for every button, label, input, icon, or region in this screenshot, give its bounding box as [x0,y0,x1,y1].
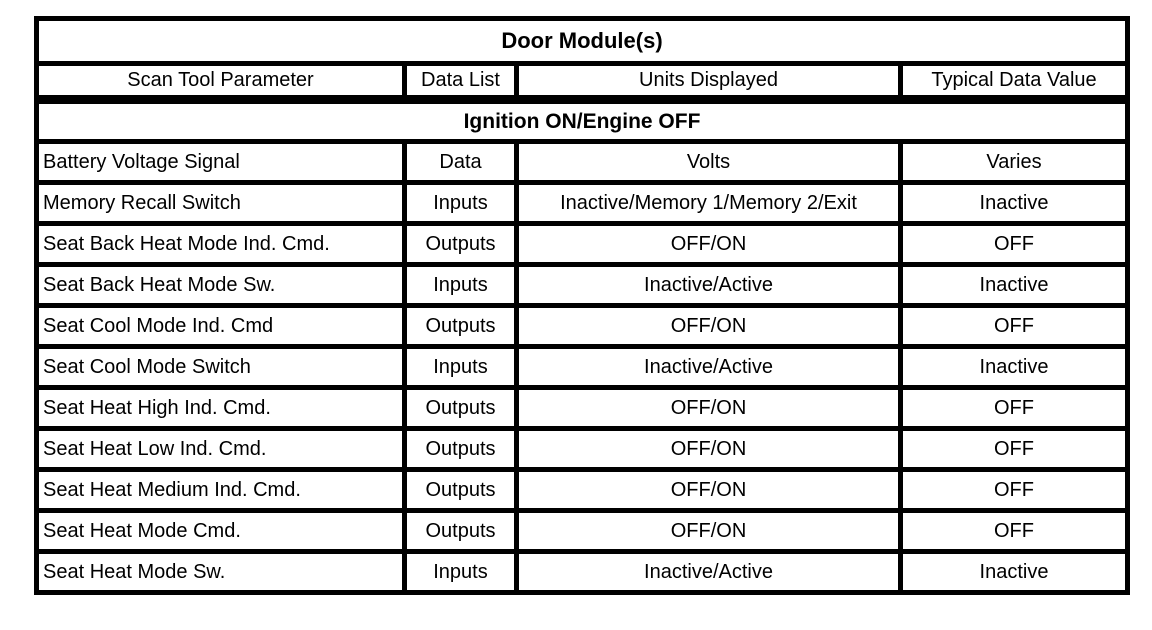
table-row: Battery Voltage Signal Data Volts Varies [34,139,1131,185]
cell-units: Inactive/Active [514,344,903,390]
cell-typical: OFF [897,467,1131,513]
column-header-row: Scan Tool Parameter Data List Units Disp… [34,61,1131,104]
column-header-units: Units Displayed [514,61,903,104]
cell-units: Inactive/Active [514,549,903,595]
column-header-param: Scan Tool Parameter [34,61,407,104]
cell-units: Volts [514,139,903,185]
cell-typical: OFF [897,385,1131,431]
cell-units: OFF/ON [514,467,903,513]
table-row: Memory Recall Switch Inputs Inactive/Mem… [34,180,1131,226]
cell-typical: Varies [897,139,1131,185]
table-row: Seat Heat Medium Ind. Cmd. Outputs OFF/O… [34,467,1131,513]
cell-typical: Inactive [897,344,1131,390]
cell-param: Seat Heat High Ind. Cmd. [34,385,407,431]
table-row: Seat Heat Low Ind. Cmd. Outputs OFF/ON O… [34,426,1131,472]
cell-data-list: Outputs [402,426,519,472]
cell-data-list: Outputs [402,385,519,431]
cell-units: OFF/ON [514,508,903,554]
cell-data-list: Inputs [402,549,519,595]
cell-units: Inactive/Active [514,262,903,308]
table-row: Seat Heat Mode Cmd. Outputs OFF/ON OFF [34,508,1131,554]
section-header-row: Ignition ON/Engine OFF [33,97,1131,144]
cell-units: OFF/ON [514,303,903,349]
table-row: Seat Back Heat Mode Ind. Cmd. Outputs OF… [34,221,1131,267]
cell-typical: OFF [897,221,1131,267]
cell-data-list: Inputs [402,262,519,308]
cell-param: Seat Back Heat Mode Sw. [34,262,407,308]
column-header-data-list: Data List [402,61,519,104]
cell-data-list: Inputs [402,180,519,226]
table-title: Door Module(s) [33,16,1131,66]
cell-units: OFF/ON [514,385,903,431]
cell-param: Battery Voltage Signal [34,139,407,185]
cell-param: Memory Recall Switch [34,180,407,226]
cell-param: Seat Heat Mode Sw. [34,549,407,595]
table-row: Seat Cool Mode Switch Inputs Inactive/Ac… [34,344,1131,390]
cell-param: Seat Heat Low Ind. Cmd. [34,426,407,472]
cell-data-list: Outputs [402,508,519,554]
cell-typical: Inactive [897,549,1131,595]
cell-param: Seat Back Heat Mode Ind. Cmd. [34,221,407,267]
cell-units: OFF/ON [514,426,903,472]
section-header: Ignition ON/Engine OFF [33,97,1131,144]
cell-typical: OFF [897,508,1131,554]
table-title-row: Door Module(s) [33,16,1131,66]
door-module-spec-table: Door Module(s) Scan Tool Parameter Data … [33,16,1131,595]
cell-param: Seat Cool Mode Switch [34,344,407,390]
cell-data-list: Outputs [402,303,519,349]
column-header-typical: Typical Data Value [897,61,1131,104]
table-row: Seat Heat Mode Sw. Inputs Inactive/Activ… [34,549,1131,595]
table-row: Seat Back Heat Mode Sw. Inputs Inactive/… [34,262,1131,308]
cell-param: Seat Heat Mode Cmd. [34,508,407,554]
table-row: Seat Cool Mode Ind. Cmd Outputs OFF/ON O… [34,303,1131,349]
table-row: Seat Heat High Ind. Cmd. Outputs OFF/ON … [34,385,1131,431]
cell-typical: OFF [897,303,1131,349]
cell-param: Seat Heat Medium Ind. Cmd. [34,467,407,513]
cell-param: Seat Cool Mode Ind. Cmd [34,303,407,349]
cell-data-list: Outputs [402,221,519,267]
cell-data-list: Inputs [402,344,519,390]
cell-typical: Inactive [897,180,1131,226]
cell-data-list: Data [402,139,519,185]
cell-typical: OFF [897,426,1131,472]
cell-typical: Inactive [897,262,1131,308]
cell-data-list: Outputs [402,467,519,513]
cell-units: Inactive/Memory 1/Memory 2/Exit [514,180,903,226]
cell-units: OFF/ON [514,221,903,267]
